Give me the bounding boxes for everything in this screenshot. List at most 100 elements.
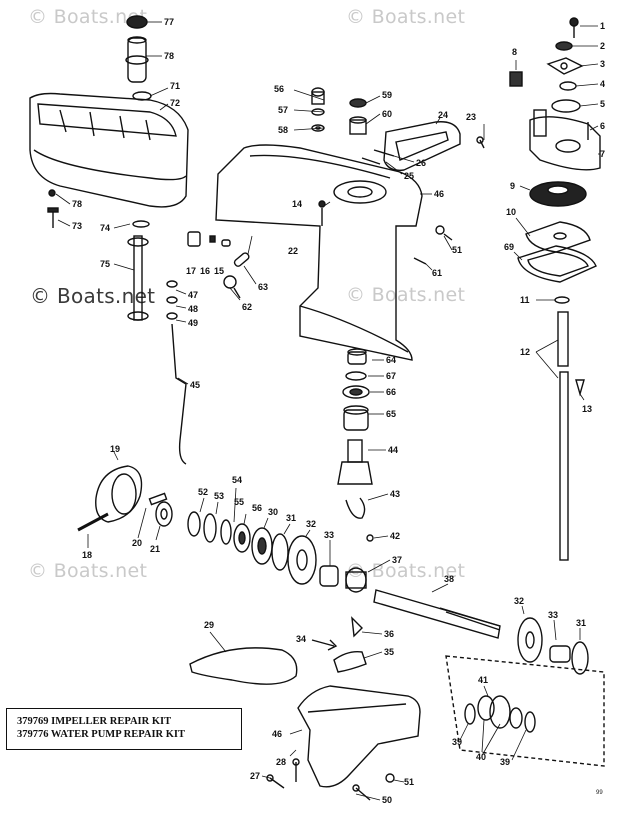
callout-53: 53 xyxy=(214,491,224,501)
part-17-clip xyxy=(187,231,201,247)
callout-labels: 77 78 71 72 78 73 74 75 47 48 49 45 17 1… xyxy=(72,17,605,805)
part-53-ring xyxy=(203,513,217,543)
part-4-seal xyxy=(559,81,577,91)
callout-32-right: 32 xyxy=(514,596,524,606)
part-13-key xyxy=(575,379,585,397)
part-12-driveshaft xyxy=(557,311,569,561)
part-51-screw xyxy=(435,225,453,241)
part-65-bearing xyxy=(347,348,367,365)
part-36-detent xyxy=(351,616,363,638)
callout-5: 5 xyxy=(600,99,605,109)
callout-73: 73 xyxy=(72,221,82,231)
kit-water-pump: 379776 WATER PUMP REPAIR KIT xyxy=(17,729,186,740)
part-63-pin xyxy=(223,275,241,299)
callout-35: 35 xyxy=(384,647,394,657)
callout-15: 15 xyxy=(214,266,224,276)
part-66-bearing xyxy=(343,405,369,431)
part-19-prop-nut-cone xyxy=(95,465,143,523)
callout-67: 66 xyxy=(386,387,396,397)
part-37-clutch xyxy=(345,567,367,593)
callout-13: 13 xyxy=(582,404,592,414)
part-77-grommet xyxy=(125,36,149,83)
callout-56: 56 xyxy=(252,503,262,513)
part-56-bearing xyxy=(233,523,251,553)
part-47-ring xyxy=(166,280,178,288)
part-9-impeller xyxy=(529,181,587,207)
part-11-ring xyxy=(554,296,570,304)
part-60-seal xyxy=(349,98,367,108)
callout-58: 57 xyxy=(278,105,288,115)
callout-16: 16 xyxy=(200,266,210,276)
callout-27: 27 xyxy=(250,771,260,781)
watermark: © Boats.net xyxy=(346,6,466,28)
watermark: © Boats.net xyxy=(28,560,148,582)
part-61-bushing xyxy=(349,116,367,135)
callout-19: 19 xyxy=(110,444,120,454)
callout-33: 33 xyxy=(324,530,334,540)
part-51-screw-lower xyxy=(385,773,395,783)
part-8-grommet xyxy=(509,71,523,87)
callout-22: 22 xyxy=(288,246,298,256)
callout-6: 6 xyxy=(600,121,605,131)
callout-28: 28 xyxy=(276,757,286,767)
part-5-plate xyxy=(551,99,581,113)
part-20-pin xyxy=(148,492,168,506)
callout-78: 78 xyxy=(72,199,82,209)
callout-52: 52 xyxy=(198,487,208,497)
callout-49: 49 xyxy=(188,318,198,328)
part-26-screw xyxy=(373,149,395,157)
callout-45: 45 xyxy=(190,380,200,390)
callout-32: 32 xyxy=(306,519,316,529)
callout-4: 4 xyxy=(600,79,605,89)
part-16-pin xyxy=(209,235,216,243)
part-76-cap xyxy=(126,15,148,29)
callout-55: 55 xyxy=(234,497,244,507)
callout-12: 12 xyxy=(520,347,530,357)
part-45-shift-rod xyxy=(171,323,187,465)
callout-57: 56 xyxy=(274,84,284,94)
part-33-bushing-right xyxy=(549,645,571,663)
callout-10: 10 xyxy=(506,207,516,217)
callout-26: 26 xyxy=(416,158,426,168)
callout-68: 67 xyxy=(386,371,396,381)
callout-77: 78 xyxy=(164,51,174,61)
callout-46: 46 xyxy=(434,189,444,199)
part-25-screw xyxy=(361,157,381,165)
callout-61: 60 xyxy=(382,109,392,119)
part-18-pin xyxy=(77,512,109,532)
part-1-screw xyxy=(569,17,579,38)
part-29-seal-strip xyxy=(189,647,298,685)
callout-60: 59 xyxy=(382,90,392,100)
callout-24: 24 xyxy=(438,110,448,120)
part-24-plate xyxy=(383,121,461,171)
callout-40: 40 xyxy=(476,752,486,762)
callout-46-lower: 46 xyxy=(272,729,282,739)
callout-48: 48 xyxy=(188,304,198,314)
callout-63: 62 xyxy=(242,302,252,312)
callout-30: 30 xyxy=(268,507,278,517)
callout-74: 74 xyxy=(100,223,110,233)
part-48-ring xyxy=(166,296,178,304)
watermark: © Boats.net xyxy=(346,560,466,582)
callout-41: 41 xyxy=(478,675,488,685)
callout-47: 47 xyxy=(188,290,198,300)
part-32-gear-right xyxy=(517,617,543,663)
part-44-pinion xyxy=(337,439,373,485)
callout-8: 8 xyxy=(512,47,517,57)
callout-7: 7 xyxy=(600,149,605,159)
part-28-screw xyxy=(292,758,300,782)
callout-18: 18 xyxy=(82,550,92,560)
part-30-bearing xyxy=(251,527,273,565)
callout-72: 72 xyxy=(170,98,180,108)
part-27-screw xyxy=(266,774,285,789)
callout-44: 44 xyxy=(388,445,398,455)
callout-17: 17 xyxy=(186,266,196,276)
part-35-shifter xyxy=(333,650,367,673)
part-69-gasket xyxy=(517,245,597,283)
callout-66: 65 xyxy=(386,409,396,419)
callout-54: 54 xyxy=(232,475,242,485)
part-49-ring xyxy=(166,312,178,320)
callout-31-right: 31 xyxy=(576,618,586,628)
part-43-clamp xyxy=(345,497,366,519)
callout-51: 51 xyxy=(452,245,462,255)
